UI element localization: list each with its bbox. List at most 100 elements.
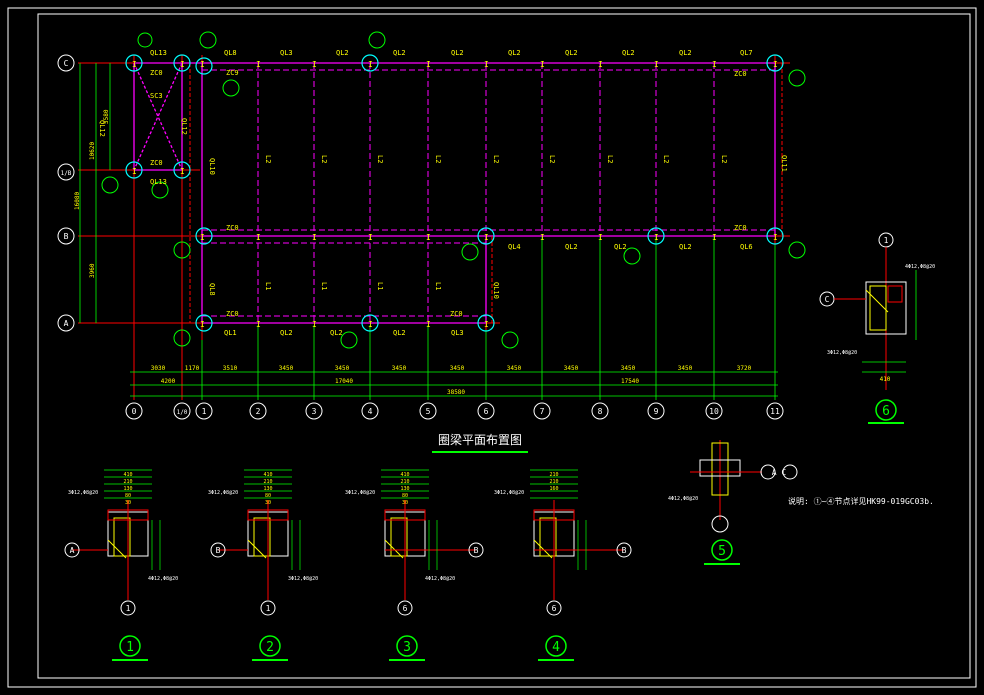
beam-tag: QL2 <box>508 49 521 57</box>
beam-tag: QL10 <box>492 282 500 299</box>
column-mark: I <box>200 320 205 329</box>
plan-title: 圈梁平面布置图 <box>438 432 522 447</box>
detail-6-width: 410 <box>880 376 891 383</box>
detail-dim: 130 <box>400 486 409 492</box>
beam-tag: QL2 <box>330 329 343 337</box>
beam-tag: ZC0 <box>734 224 747 232</box>
detail-dim: 410 <box>123 472 132 478</box>
grid-bubble-col <box>419 402 437 420</box>
beam-tag: QL3 <box>451 329 464 337</box>
beam-tag: QL3 <box>280 49 293 57</box>
beam-tag: ZC0 <box>226 224 239 232</box>
column-mark: I <box>312 320 317 329</box>
dim-text: 3450 <box>621 365 636 372</box>
grid-row-label: A <box>64 319 69 328</box>
grid-bubble-col <box>173 402 191 420</box>
dim-text: 3510 <box>223 365 238 372</box>
detail-rebar: 3Φ12,Φ8@20 <box>288 576 318 582</box>
column-mark: I <box>200 60 205 69</box>
beam-tag: QL7 <box>740 49 753 57</box>
grid-bubbles <box>57 54 784 420</box>
grid-row-label: C <box>64 59 69 68</box>
dim-text: 3450 <box>564 365 579 372</box>
detail-6-rebar-bottom: 3Φ12,Φ8@20 <box>827 350 857 356</box>
beam-tag: QL2 <box>393 49 406 57</box>
beam-tag: QL2 <box>565 49 578 57</box>
column-mark: I <box>312 233 317 242</box>
dim-text: 3450 <box>450 365 465 372</box>
beam-tag: QL2 <box>451 49 464 57</box>
column-mark: I <box>256 233 261 242</box>
beam-tag: QL2 <box>565 243 578 251</box>
beam-tag: L1 <box>320 282 328 290</box>
grid-bubble-row <box>57 314 75 332</box>
column-mark: I <box>654 60 659 69</box>
outer-frame <box>7 7 977 688</box>
secondary-beams <box>202 63 775 323</box>
column-mark: I <box>484 233 489 242</box>
beam-tag: ZC9 <box>226 69 239 77</box>
column-mark: I <box>712 60 717 69</box>
detail-grid: B <box>216 546 221 555</box>
beam-tag: L1 <box>376 282 384 290</box>
beam-tag: L2 <box>606 155 614 163</box>
detail-num: 3 <box>403 640 411 655</box>
detail-6-grid: C <box>825 295 830 304</box>
beam-tag: L2 <box>492 155 500 163</box>
grid-bubble-col <box>477 402 495 420</box>
column-mark: I <box>368 233 373 242</box>
beam-tag: QL11 <box>780 155 788 172</box>
detail-dim: 210 <box>263 479 272 485</box>
grid-bubble-col <box>195 402 213 420</box>
detail-5-rebar: 4Φ12,Φ8@20 <box>668 496 698 502</box>
detail-dim: 130 <box>263 486 272 492</box>
beam-tag: QL2 <box>393 329 406 337</box>
detail-grid: B <box>474 546 479 555</box>
beam-tag: QL12 <box>98 120 106 137</box>
column-mark: I <box>426 233 431 242</box>
grid-bubble-col <box>305 402 323 420</box>
detail-callouts <box>101 31 806 349</box>
beam-tag: QL8 <box>208 283 216 296</box>
row-dim-a: 3960 <box>89 263 96 278</box>
detail-6: 1 C 410 3Φ12,Φ8@20 4Φ12,Φ8@20 6 <box>819 232 935 424</box>
grid-bubble-col <box>705 402 723 420</box>
column-mark: I <box>200 233 205 242</box>
detail-rebar: 3Φ12,Φ8@20 <box>494 490 524 496</box>
column-mark: I <box>256 60 261 69</box>
beam-tag: ZC0 <box>450 310 463 318</box>
detail-grid: A <box>70 546 75 555</box>
grid-col-label: 11 <box>770 407 780 416</box>
grid-bubble-col <box>125 402 143 420</box>
grid-bubble-row <box>57 227 75 245</box>
detail-grid: B <box>622 546 627 555</box>
dim-text: 3720 <box>737 365 752 372</box>
grid-col-label: 2 <box>256 407 261 416</box>
beam-tag: QL13 <box>150 178 167 186</box>
beam-tag: L2 <box>320 155 328 163</box>
grid-row-label: B <box>64 232 69 241</box>
column-mark: I <box>368 60 373 69</box>
row-dim-total: 16080 <box>74 192 81 210</box>
grid-col-label: 0 <box>132 407 137 416</box>
dim-text: 1170 <box>185 365 200 372</box>
dim-text: 3030 <box>151 365 166 372</box>
detail-ref: 1 <box>266 604 271 613</box>
beam-tag: QL2 <box>614 243 627 251</box>
column-mark: I <box>312 60 317 69</box>
grid-bubble-row <box>57 54 75 72</box>
ring-beams <box>133 62 776 324</box>
detail-dim: 210 <box>549 472 558 478</box>
grid-row-label: 1/B <box>61 170 72 177</box>
beam-tag: L2 <box>264 155 272 163</box>
dim-text: 17540 <box>621 378 639 385</box>
detail-dim: 80 <box>402 493 408 499</box>
beam-tag: SC3 <box>150 92 163 100</box>
